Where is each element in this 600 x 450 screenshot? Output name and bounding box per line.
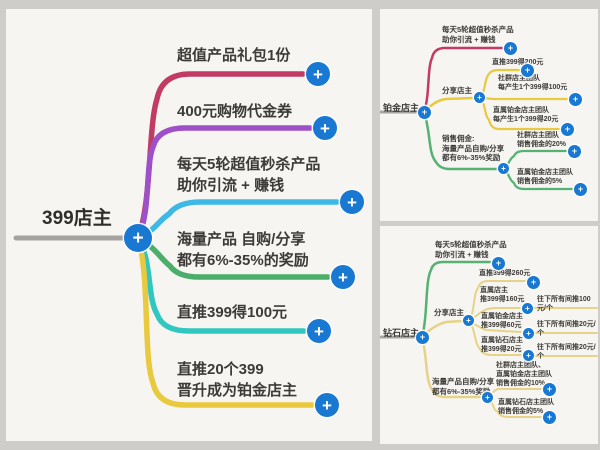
sub-label-team-10pct: 社群店主团队、 直属铂金店主团队 销售佣金的10%: [496, 362, 552, 387]
expand-button[interactable]: +: [463, 315, 474, 326]
expand-button[interactable]: +: [315, 393, 339, 417]
plus-icon: +: [507, 43, 514, 53]
expand-button[interactable]: +: [482, 392, 493, 403]
expand-button[interactable]: +: [504, 42, 517, 55]
plus-icon: +: [338, 267, 348, 287]
branch-label-flashsale: 每天5轮超值秒杀产品 助你引流 + 赚钱: [442, 25, 514, 44]
expand-button[interactable]: +: [492, 257, 505, 270]
plus-icon: +: [526, 350, 531, 360]
branch-label-coupon: 400元购物代金券: [177, 103, 293, 120]
sub-label-platinum-team: 直属铂金店主团队 每产生1个399得20元: [493, 107, 559, 123]
expand-button[interactable]: +: [561, 123, 574, 136]
expand-button[interactable]: +: [474, 92, 485, 103]
tail-label-indirect-100: 往下所有间推100元/个: [537, 296, 591, 312]
expand-button[interactable]: +: [331, 265, 355, 289]
sub-label-community-team: 社群店主团队 每产生1个399得100元: [498, 75, 568, 91]
plus-icon: +: [477, 92, 482, 102]
plus-icon: +: [485, 392, 490, 402]
root-node-label: 399店主: [42, 208, 112, 229]
plus-icon: +: [572, 94, 579, 104]
expand-button[interactable]: +: [543, 383, 556, 396]
branch-curve: [422, 96, 475, 114]
root-node-label: 铂金店主: [383, 103, 420, 113]
plus-icon: +: [421, 107, 428, 117]
expand-button[interactable]: +: [306, 62, 330, 86]
expand-button[interactable]: +: [521, 64, 534, 77]
plus-icon: +: [530, 277, 537, 287]
sub-label-direct-diamond: 直属钻石店主 推399得20元: [481, 337, 523, 353]
expand-button[interactable]: +: [574, 183, 587, 196]
root-node-label: 钻石店主: [383, 328, 420, 338]
branch-label-commission: 海量产品 自购/分享 都有6%-35%的奖励: [177, 231, 309, 269]
plus-icon: +: [564, 124, 571, 134]
plus-icon: +: [546, 384, 553, 394]
plus-icon: +: [526, 328, 531, 338]
plus-icon: +: [571, 146, 578, 156]
branch-label-share-owner: 分享店主: [434, 308, 464, 317]
branch-label-gift: 超值产品礼包1份: [177, 47, 291, 64]
branch-label-sales-commission: 销售佣金: 海量产品自购/分享 都有6%-35%奖励: [442, 134, 505, 162]
plus-icon: +: [525, 303, 530, 313]
branch-label-flashsale: 每天5轮超值秒杀产品 助你引流 + 赚钱: [177, 156, 321, 194]
expand-button[interactable]: +: [568, 145, 581, 158]
plus-icon: +: [524, 65, 531, 75]
branch-curve: [478, 96, 569, 101]
branch-label-share-owner: 分享店主: [442, 86, 472, 95]
platinum-mindmap-panel: 铂金店主 每天5轮超值秒杀产品 助你引流 + 赚钱 分享店主 直推399得200…: [380, 9, 598, 221]
tail-label-indirect-20b: 往下所有间推20元/个: [537, 344, 596, 360]
branch-label-promotion: 直推20个399 晋升成为铂金店主: [177, 361, 298, 399]
plus-icon: +: [132, 227, 144, 249]
plus-icon: +: [577, 184, 584, 194]
expand-button[interactable]: +: [527, 276, 540, 289]
branch-curve: [487, 388, 542, 398]
expand-button[interactable]: +: [569, 93, 582, 106]
expand-button[interactable]: +: [523, 328, 534, 339]
expand-button[interactable]: +: [340, 190, 364, 214]
expand-button[interactable]: +: [313, 116, 337, 140]
sub-label-diamond-5pct: 直属钻石店主团队 销售佣金的5%: [498, 399, 554, 415]
sub-label-direct-platinum: 直属铂金店主 推399得60元: [481, 313, 523, 329]
expand-button[interactable]: +: [523, 350, 534, 361]
expand-button[interactable]: +: [307, 319, 331, 343]
tail-label-indirect-20a: 往下所有间推20元/个: [537, 321, 596, 337]
expand-button[interactable]: +: [522, 303, 533, 314]
branch-curve: [422, 46, 504, 114]
plus-icon: +: [546, 412, 553, 422]
plus-icon: +: [419, 332, 426, 342]
plus-icon: +: [320, 118, 330, 138]
branch-label-referral: 直推399得100元: [177, 304, 288, 321]
sub-label-referral-200: 直推399得200元: [492, 59, 544, 66]
plus-icon: +: [347, 192, 357, 212]
diamond-mindmap-panel: 钻石店主 每天5轮超值秒杀产品 助你引流 + 赚钱 分享店主 直推399得260…: [380, 226, 598, 444]
plus-icon: +: [313, 64, 323, 84]
sub-label-referral-260: 直推399得260元: [479, 270, 531, 277]
plus-icon: +: [501, 163, 506, 173]
branch-label-flashsale: 每天5轮超值秒杀产品 助你引流 + 赚钱: [435, 240, 507, 259]
plus-icon: +: [495, 258, 502, 268]
branch-curve: [502, 149, 568, 171]
sub-label-community-20pct: 社群店主团队 销售佣金的20%: [517, 132, 567, 148]
plus-icon: +: [314, 321, 324, 341]
sub-label-direct-owner: 直属店主 推399得160元: [480, 287, 525, 303]
expand-button[interactable]: +: [416, 331, 429, 344]
plus-icon: +: [322, 395, 332, 415]
branch-label-commission: 海量产品自购/分享 都有6%-35%奖励: [432, 377, 495, 396]
expand-button[interactable]: +: [498, 163, 509, 174]
expand-button[interactable]: +: [418, 106, 431, 119]
sub-label-platinum-5pct: 直属铂金店主团队 销售佣金的5%: [517, 169, 573, 185]
expand-button[interactable]: +: [124, 224, 152, 252]
expand-button[interactable]: +: [543, 411, 556, 424]
main-mindmap-panel: 399店主 超值产品礼包1份 400元购物代金券 每天5轮超值秒杀产品 助你引流…: [6, 9, 372, 441]
plus-icon: +: [466, 315, 471, 325]
